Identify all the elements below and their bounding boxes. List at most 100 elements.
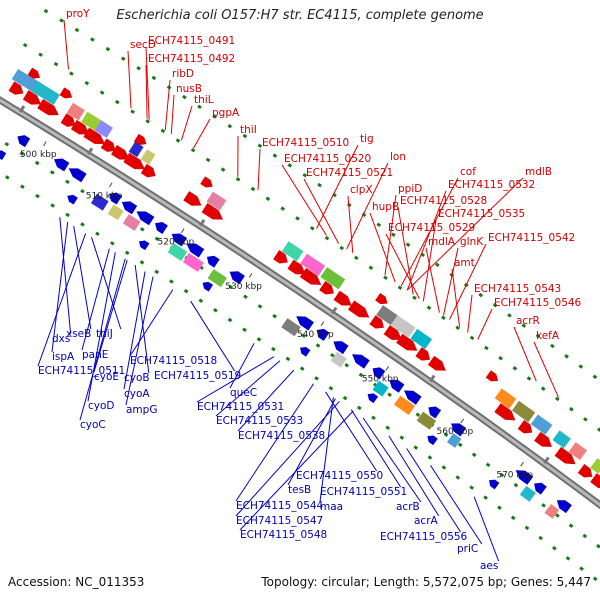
reverse-leader-line	[59, 217, 72, 335]
ring-guide-dot	[139, 227, 145, 232]
ring-guide-dot	[510, 515, 516, 521]
ring-guide-dot	[455, 325, 461, 331]
reverse-leader-line	[196, 356, 275, 403]
ring-guide-dot	[483, 495, 488, 500]
cog-block-forward	[590, 458, 600, 474]
forward-gene-arrow	[415, 347, 431, 361]
forward-gene-label: ECH74115_0543	[474, 283, 561, 295]
forward-gene-label: ECH74115_0520	[284, 153, 371, 165]
ring-guide-dot	[415, 412, 421, 417]
forward-gene-arrow	[494, 403, 516, 421]
forward-gene-arrow	[517, 419, 533, 434]
forward-gene-label: kefA	[536, 330, 560, 342]
forward-gene-arrow-outer	[133, 133, 147, 146]
reverse-leader-line	[91, 237, 122, 330]
ring-guide-dot	[412, 295, 417, 300]
reverse-gene-arrow	[534, 482, 547, 495]
cog-block-reverse	[207, 269, 228, 288]
ring-guide-dot	[427, 455, 433, 460]
ring-guide-dot	[434, 262, 440, 268]
ring-guide-dot	[175, 138, 181, 143]
ring-guide-dot	[34, 160, 40, 166]
ring-guide-dot	[59, 18, 64, 23]
cog-block-reverse	[330, 351, 347, 368]
ring-guide-dot	[154, 269, 160, 275]
cog-block-forward	[31, 81, 60, 105]
ring-guide-dot	[457, 442, 463, 448]
kbp-tick	[385, 365, 390, 371]
forward-leader-line	[193, 118, 211, 149]
forward-gene-label: pgpA	[212, 107, 240, 119]
ring-guide-dot	[498, 355, 503, 361]
reverse-gene-label: tesB	[288, 484, 311, 496]
forward-gene-arrow	[383, 325, 402, 340]
reverse-gene-arrow	[451, 423, 467, 437]
ring-guide-dot	[426, 305, 432, 310]
forward-gene-label: clpX	[350, 184, 373, 196]
ring-guide-dot	[227, 317, 233, 323]
forward-gene-arrow	[534, 431, 552, 447]
forward-gene-arrow	[333, 290, 352, 306]
ring-guide-dot	[385, 425, 391, 430]
ring-guide-dot	[471, 452, 477, 458]
ring-guide-dot	[592, 576, 598, 582]
forward-gene-label: ECH74115_0535	[438, 208, 525, 220]
ring-guide-dot	[538, 535, 544, 541]
forward-gene-arrow	[140, 163, 156, 178]
reverse-gene-label: cyoC	[80, 419, 106, 431]
leader-line-layer	[37, 19, 559, 562]
forward-gene-label: secD	[130, 39, 156, 51]
ring-guide-dot	[455, 475, 461, 480]
forward-leader-line	[397, 206, 414, 295]
forward-leader-line	[451, 268, 461, 327]
cog-block-reverse	[107, 204, 124, 221]
ring-guide-dot	[84, 80, 90, 86]
forward-gene-arrow-outer	[27, 67, 41, 79]
reverse-gene-arrow	[54, 158, 70, 172]
forward-gene-arrow	[201, 202, 224, 220]
forward-leader-line	[257, 148, 261, 190]
reverse-gene-label: acrB	[396, 501, 420, 513]
ring-guide-dot	[65, 212, 70, 218]
reverse-gene-arrow-outer	[138, 240, 150, 251]
forward-gene-label: ECH74115_0521	[306, 167, 393, 179]
cog-block-forward	[511, 400, 536, 423]
forward-leader-line	[385, 233, 420, 299]
cog-block-reverse	[519, 485, 536, 502]
ring-guide-dot	[35, 193, 40, 199]
forward-leader-line	[449, 243, 487, 320]
forward-leader-line	[425, 247, 440, 313]
ring-guide-dot	[169, 279, 174, 284]
kbp-tick	[460, 418, 465, 424]
forward-gene-arrow	[37, 98, 59, 116]
ring-guide-dot	[139, 260, 145, 265]
reverse-gene-label: ECH74115_0547	[236, 515, 323, 527]
reverse-gene-arrow-outer	[0, 150, 7, 161]
ring-guide-dot	[569, 406, 574, 412]
reverse-gene-label: ECH74115_0551	[320, 486, 407, 498]
ring-guide-dot	[383, 275, 388, 280]
ring-guide-dot	[399, 435, 405, 440]
ring-guide-dot	[257, 143, 263, 149]
ring-guide-dot	[301, 333, 306, 338]
ring-guide-dot	[198, 298, 204, 303]
reverse-gene-label: maa	[320, 501, 343, 513]
ring-guide-dot	[391, 232, 396, 237]
cog-block-forward	[300, 253, 326, 276]
ring-guide-dot	[213, 308, 218, 313]
ring-guide-dot	[397, 285, 403, 290]
forward-gene-arrow	[273, 250, 288, 264]
ring-guide-dot	[358, 372, 364, 378]
ring-guide-dot	[443, 432, 449, 437]
cog-block-forward	[494, 388, 517, 409]
forward-leader-line	[281, 164, 327, 236]
forward-leader-line	[303, 178, 340, 244]
ring-guide-dot	[190, 147, 196, 153]
ring-guide-dot	[53, 61, 59, 67]
reverse-gene-arrow	[109, 192, 122, 205]
ring-guide-dot	[342, 395, 348, 401]
reverse-gene-label: cyoE	[94, 371, 119, 383]
ring-guide-dot	[50, 203, 55, 208]
ring-guide-dot	[564, 354, 569, 359]
ring-guide-dot	[478, 292, 484, 298]
